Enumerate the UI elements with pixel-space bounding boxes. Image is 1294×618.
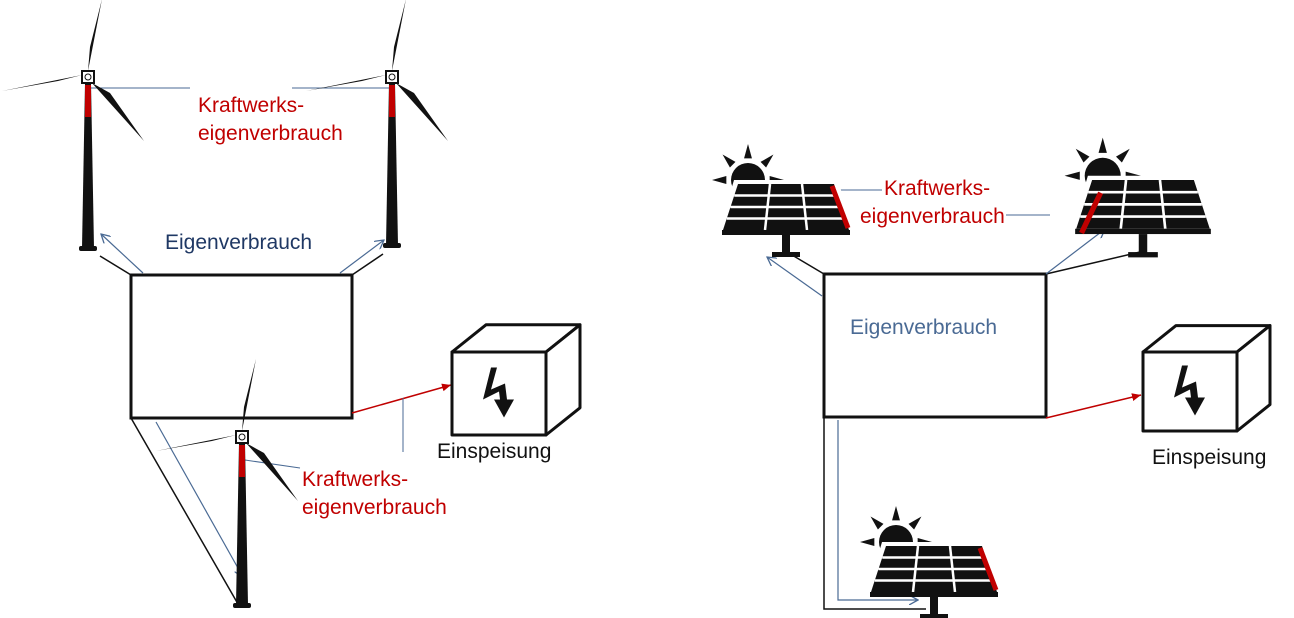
panel-grid-line [948,545,957,593]
plant-consumption-marker [85,85,91,117]
solar-panel-icon [712,144,854,257]
feed-in-arrow [1045,393,1142,419]
wind-turbine-icon [2,0,144,251]
solar-panel-icon [1064,137,1216,258]
plant-consumption-label-line2: eigenverbrauch [198,122,343,145]
leader-line [244,459,301,469]
stand-base [920,614,948,618]
tower [236,443,248,605]
blade [396,83,448,141]
panel-grid-line [1119,179,1128,229]
lightning-arrow-icon [483,367,514,418]
plant-consumption-label-line1: Kraftwerks- [884,177,990,200]
plant-consumption-label-line2: eigenverbrauch [302,496,447,519]
feed-in-arrow [351,383,452,414]
feed-in-label: Einspeisung [1152,446,1266,469]
panel-frame [870,592,998,597]
sun-ray [1064,171,1080,180]
stand-base [772,252,800,257]
cable [1045,251,1141,275]
cube-front [1141,350,1239,433]
panel-grid-line [1158,179,1167,229]
blade [392,0,406,71]
sun-ray [760,154,774,168]
sun-ray [722,154,736,168]
blade [2,75,82,91]
hub-center [84,73,92,81]
lightning-arrow-icon [1174,365,1205,416]
plant-consumption-label-line1: Kraftwerks- [198,94,304,117]
sun-ray [1098,137,1107,153]
flow-arrow [837,420,918,600]
hub-center [388,73,396,81]
stand [1138,234,1148,254]
cable [351,253,384,276]
plant-consumption-marker [1079,191,1103,235]
blade [92,83,144,141]
self-consumption-label: Eigenverbrauch [850,316,997,339]
panel-frame [722,230,850,235]
flow-arrow [155,421,243,577]
hub-center [238,433,246,441]
blade [156,435,236,451]
sun-ray [1115,148,1130,163]
wind-turbine-icon [156,359,298,608]
cable [791,254,825,275]
connection-lines [90,87,1142,610]
tower-base [79,246,97,251]
sun-ray [744,144,752,159]
tower-base [233,603,251,608]
feed-in-label: Einspeisung [437,440,551,463]
sun-ray [870,516,884,530]
panel-grid-line [800,183,809,231]
tower [386,83,398,245]
sun-ray [1075,148,1090,163]
panel-frame [1075,228,1211,235]
panel-grid-line [763,183,772,231]
solar-panel-icon [860,506,1002,618]
plant-consumption-label-line1: Kraftwerks- [302,468,408,491]
tower-base [383,243,401,248]
grid-feed-in-box-icon [1141,324,1272,433]
wind-section: Kraftwerks- eigenverbrauch Eigenverbrauc… [165,94,551,519]
cube-front [450,350,548,437]
blade [242,359,256,431]
wind-self-consumption-box [129,273,354,420]
stand [930,597,938,615]
tower [82,83,94,248]
pv-section: Kraftwerks- eigenverbrauch Eigenverbrauc… [850,177,1266,469]
sun-ray [712,176,727,184]
self-consumption-label: Eigenverbrauch [165,231,312,254]
grid-feed-in-box-icon [450,323,582,437]
plant-consumption-marker [829,185,851,229]
flow-arrow [339,240,384,274]
stand-base [1128,252,1158,258]
panel-grid-line [911,545,920,593]
cable [99,255,132,276]
sun-ray [892,506,900,521]
blade [246,443,298,501]
sun-ray [860,538,875,546]
pv-self-consumption-box [822,272,1048,419]
stand [782,235,790,253]
plant-consumption-marker [977,547,999,591]
wind-turbine-icon [306,0,448,248]
sun-ray [908,516,922,530]
cable [130,417,239,605]
plant-consumption-label-line2: eigenverbrauch [860,205,1005,228]
flow-arrow [1045,229,1105,275]
blade [88,0,102,71]
plant-consumption-marker [389,85,395,117]
plant-consumption-marker [239,445,245,477]
blade [306,75,386,91]
flow-arrow [101,234,144,274]
flow-arrow [767,257,823,297]
cable [823,417,926,610]
